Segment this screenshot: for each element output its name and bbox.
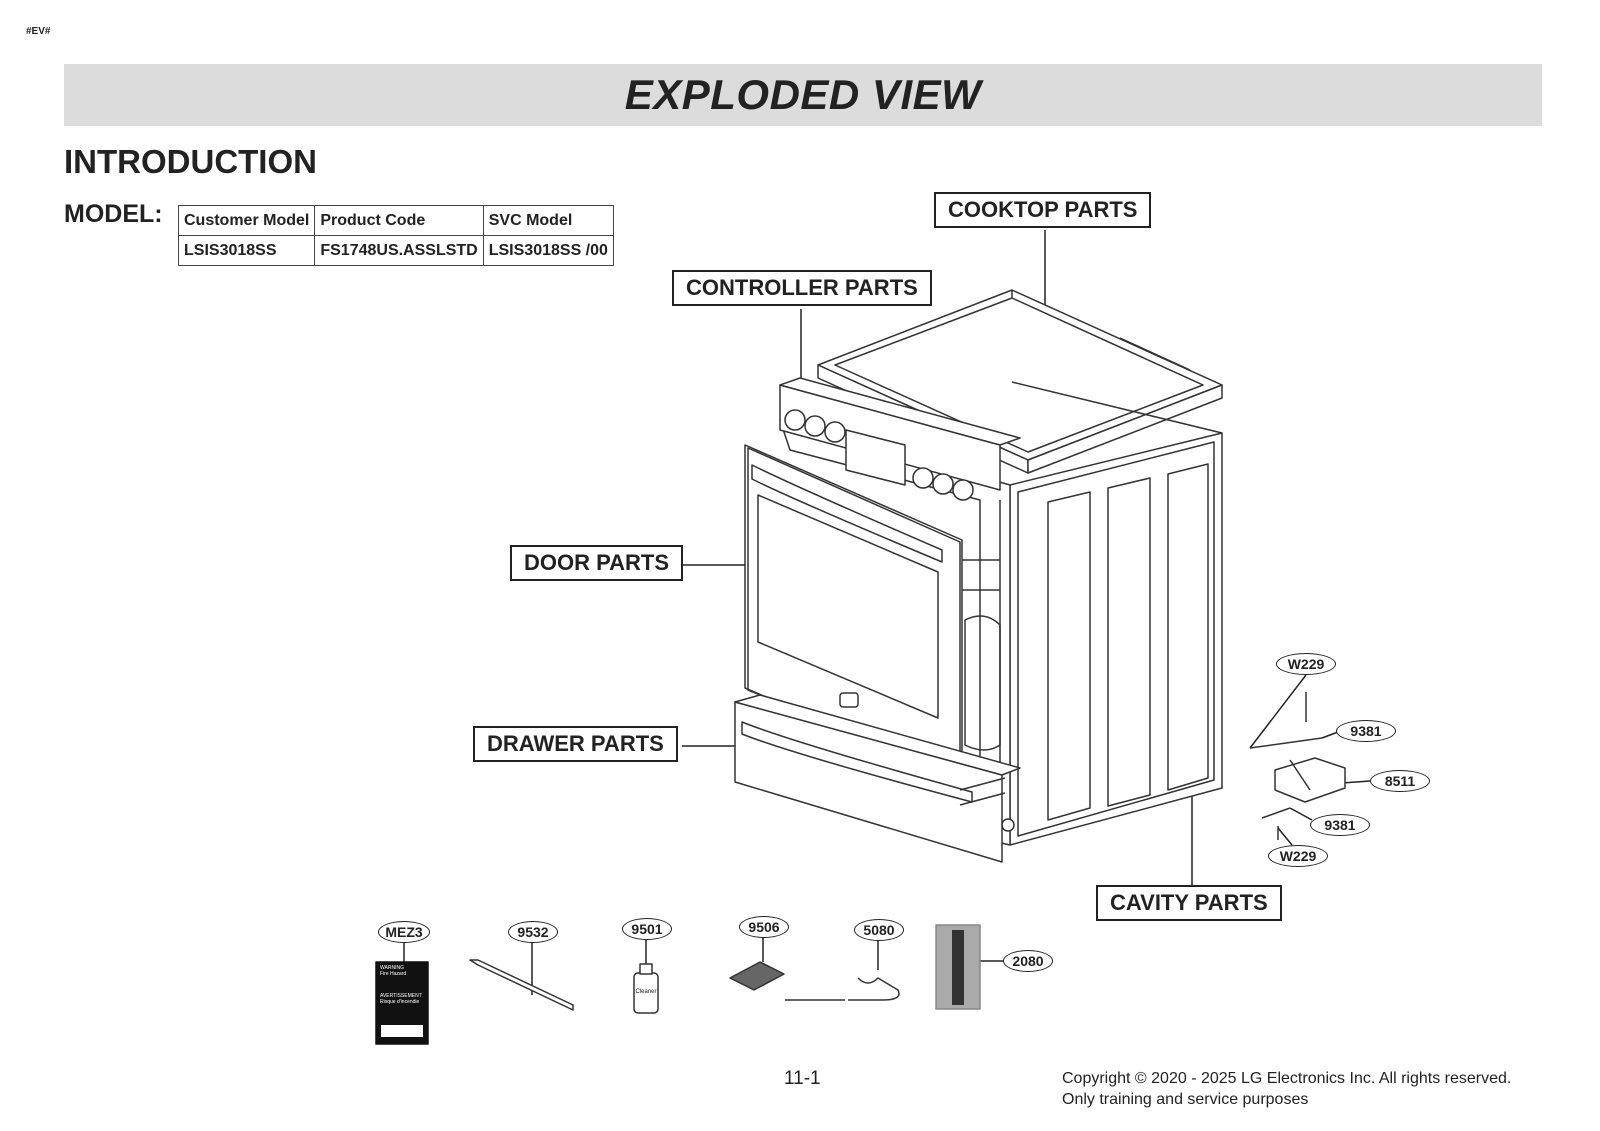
- callout-2080: 2080: [1003, 950, 1053, 972]
- callout-9501: 9501: [622, 918, 672, 940]
- header-svc-model: SVC Model: [482, 205, 614, 236]
- copyright-notice: Copyright © 2020 - 2025 LG Electronics I…: [1062, 1068, 1511, 1110]
- callout-9381-bottom: 9381: [1310, 814, 1370, 836]
- callout-5080: 5080: [854, 919, 904, 941]
- warning-label-text: WARNING Fire Hazard AVERTISSEMENT Risque…: [380, 965, 426, 1005]
- callout-9506: 9506: [739, 916, 789, 938]
- callout-w229-bottom: W229: [1268, 845, 1328, 867]
- page-number: 11-1: [784, 1068, 821, 1089]
- callout-w229-top: W229: [1276, 653, 1336, 675]
- section-heading: INTRODUCTION: [64, 143, 317, 180]
- drawer-parts-label: DRAWER PARTS: [473, 726, 678, 762]
- callout-9381-top: 9381: [1336, 720, 1396, 742]
- callout-8511: 8511: [1370, 770, 1430, 792]
- callout-mez3: MEZ3: [378, 921, 430, 943]
- title-banner: EXPLODED VIEW: [64, 64, 1542, 126]
- document-tag: #EV#: [26, 26, 51, 37]
- copyright-line-2: Only training and service purposes: [1062, 1091, 1309, 1108]
- table-header-row: Customer Model Product Code SVC Model: [177, 205, 614, 236]
- cell-customer-model: LSIS3018SS: [177, 235, 316, 266]
- warning-subtitle: Fire Hazard: [380, 971, 407, 977]
- copyright-line-1: Copyright © 2020 - 2025 LG Electronics I…: [1062, 1070, 1512, 1087]
- door-parts-label: DOOR PARTS: [510, 545, 684, 581]
- table-row: LSIS3018SS FS1748US.ASSLSTD LSIS3018SS /…: [177, 235, 614, 266]
- page-title: EXPLODED VIEW: [624, 71, 982, 118]
- cavity-parts-label: CAVITY PARTS: [1096, 885, 1282, 921]
- model-table: Customer Model Product Code SVC Model LS…: [177, 205, 614, 266]
- control-panel-drawing: [779, 377, 1021, 501]
- controller-parts-label: CONTROLLER PARTS: [672, 270, 932, 306]
- warning-title-fr: AVERTISSEMENT: [380, 993, 422, 999]
- callout-9532: 9532: [508, 921, 558, 943]
- accessories-drawing: [375, 924, 981, 1045]
- anti-tip-parts-drawing: [1249, 692, 1346, 840]
- warning-title: WARNING: [380, 965, 404, 971]
- cell-product-code: FS1748US.ASSLSTD: [314, 235, 484, 266]
- header-product-code: Product Code: [314, 205, 484, 236]
- cell-svc-model: LSIS3018SS /00: [482, 235, 614, 266]
- cooktop-parts-label: COOKTOP PARTS: [934, 192, 1152, 228]
- cleaner-bottle-label: Cleaner: [635, 989, 657, 995]
- oven-door-drawing: [744, 444, 963, 781]
- header-customer-model: Customer Model: [177, 205, 316, 236]
- drawer-drawing: [734, 694, 1021, 863]
- warning-subtitle-fr: Risque d'incendie: [380, 999, 420, 1005]
- model-label: MODEL:: [64, 200, 163, 228]
